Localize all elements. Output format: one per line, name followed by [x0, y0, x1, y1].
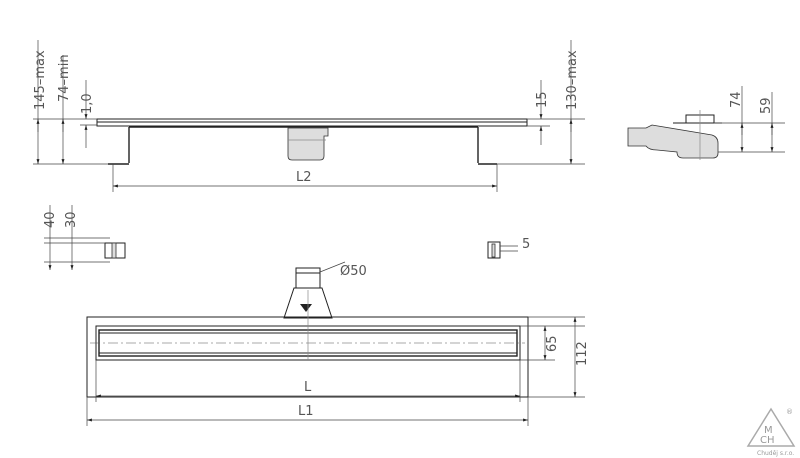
dim-59: 59 — [759, 97, 774, 114]
registered-mark: ® — [786, 408, 793, 416]
dim-l: L — [304, 380, 312, 395]
plan-view: Ø50 65 112 L L1 — [86, 261, 590, 426]
outlet-body — [287, 127, 329, 161]
dim-l2: L2 — [296, 170, 312, 185]
dim-l1: L1 — [298, 404, 314, 419]
dim-30: 30 — [64, 211, 79, 228]
top-section-view: 145–max 74–min 1,0 15 130–max L2 — [33, 40, 585, 192]
side-view: 74 59 — [627, 86, 785, 160]
dim-145-max: 145–max — [33, 50, 48, 110]
siphon-body — [627, 124, 719, 159]
profile-left: 40 30 — [43, 205, 126, 270]
dim-5: 5 — [522, 237, 530, 252]
profile-right: 5 — [487, 237, 530, 259]
outlet-diameter: Ø50 — [340, 264, 367, 279]
outlet-funnel — [283, 287, 333, 319]
dim-15: 15 — [535, 91, 550, 108]
dim-65: 65 — [545, 335, 560, 352]
company-name: Chuděj s.r.o. — [757, 450, 794, 457]
dim-74: 74 — [729, 91, 744, 108]
dim-130-max: 130–max — [565, 50, 580, 110]
logo-mark-m: M — [764, 425, 773, 436]
dim-40: 40 — [43, 211, 58, 228]
outlet-pipe — [295, 267, 321, 289]
company-logo: M CH ® Chuděj s.r.o. — [746, 407, 796, 457]
logo-mark: CH — [760, 435, 775, 446]
dim-74-min: 74–min — [57, 54, 72, 102]
dim-1-0: 1,0 — [80, 93, 95, 114]
dim-112: 112 — [575, 341, 590, 366]
